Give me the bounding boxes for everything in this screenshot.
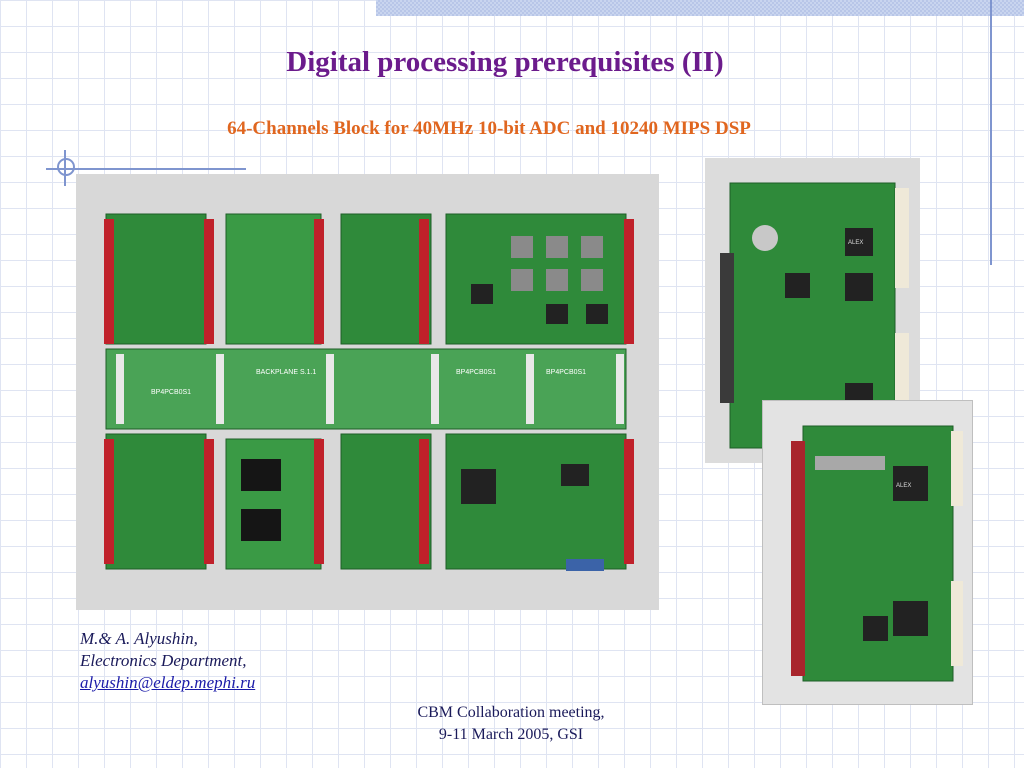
decorative-vertical-line — [990, 0, 992, 265]
adc-board-photo: ALEX — [762, 400, 973, 705]
author-names: M.& A. Alyushin, — [80, 629, 198, 648]
chip-label: ALEX — [896, 483, 911, 489]
author-department: Electronics Department, — [80, 651, 247, 670]
chip-label: ALEX — [848, 240, 863, 246]
author-block: M.& A. Alyushin, Electronics Department,… — [80, 628, 255, 694]
adc-board-illustration: ALEX — [763, 401, 972, 704]
slide-title: Digital processing prerequisites (II) — [286, 46, 724, 78]
decorative-circle — [57, 158, 75, 176]
main-board-photo: BP4PCB0S1 BACKPLANE S.1.1 BP4PCB0S1 BP4P… — [76, 174, 659, 610]
footer-line-1: CBM Collaboration meeting, — [417, 704, 605, 721]
slide-subtitle: 64-Channels Block for 40MHz 10-bit ADC a… — [227, 118, 751, 139]
backplane-label: BP4PCB0S1 — [151, 389, 191, 396]
backplane-label: BP4PCB0S1 — [546, 369, 586, 376]
footer-block: CBM Collaboration meeting, 9-11 March 20… — [381, 702, 641, 746]
backplane-label: BP4PCB0S1 — [456, 369, 496, 376]
main-board-illustration: BP4PCB0S1 BACKPLANE S.1.1 BP4PCB0S1 BP4P… — [76, 174, 659, 610]
backplane-label: BACKPLANE S.1.1 — [256, 369, 316, 376]
top-decorative-band — [376, 0, 1024, 16]
footer-line-2: 9-11 March 2005, GSI — [438, 726, 584, 743]
decorative-horizontal-line — [46, 168, 246, 170]
author-email-link[interactable]: alyushin@eldep.mephi.ru — [80, 673, 256, 692]
